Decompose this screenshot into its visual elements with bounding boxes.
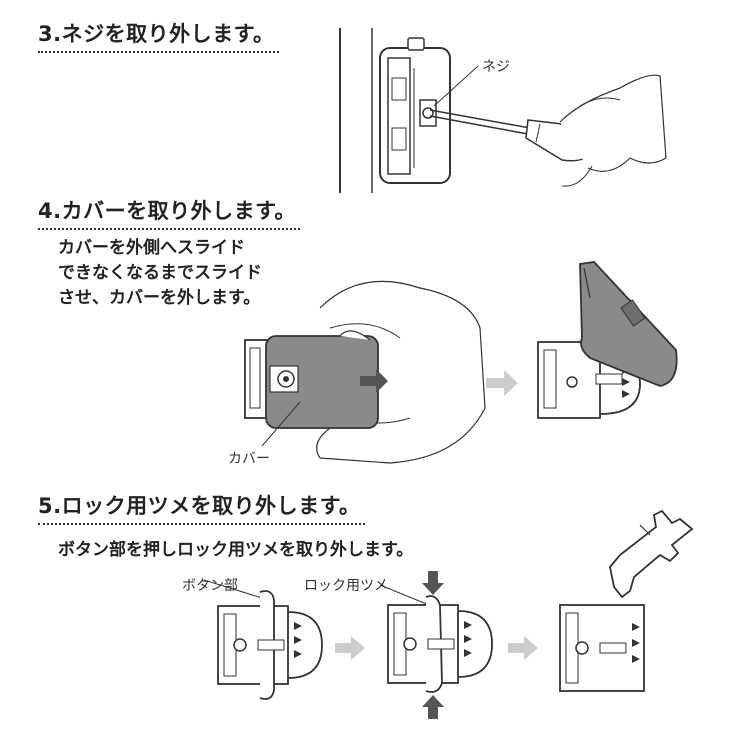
step5-bracket-before-illustration (203, 579, 323, 700)
step4-cover-slide-illustration (244, 280, 486, 464)
step5-transition-arrow-2 (508, 636, 538, 660)
step4-description-line1: カバーを外側へスライド (58, 238, 245, 258)
step4-transition-arrow (486, 370, 518, 396)
step3-screw-removal-illustration (339, 28, 667, 193)
step3-heading: 3.ネジを取り外します。 (38, 18, 279, 53)
step5-transition-arrow-1 (335, 636, 365, 660)
cover-label: カバー (228, 451, 270, 467)
step5-heading: 5.ロック用ツメを取り外します。 (38, 490, 365, 525)
step4-description-line3: させ、カバーを外します。 (58, 288, 261, 308)
step5-bracket-pressed-illustration (379, 571, 493, 719)
step4-heading: 4.カバーを取り外します。 (38, 195, 300, 230)
step4-cover-removed-illustration (537, 261, 678, 419)
step5-claw-removed-illustration (559, 509, 694, 692)
lock-claw-label: ロック用ツメ (304, 578, 388, 594)
button-part-label: ボタン部 (182, 578, 238, 594)
step5-description: ボタン部を押しロック用ツメを取り外します。 (58, 540, 414, 560)
screw-label: ネジ (482, 59, 510, 75)
step4-description-line2: できなくなるまでスライド (58, 263, 262, 283)
